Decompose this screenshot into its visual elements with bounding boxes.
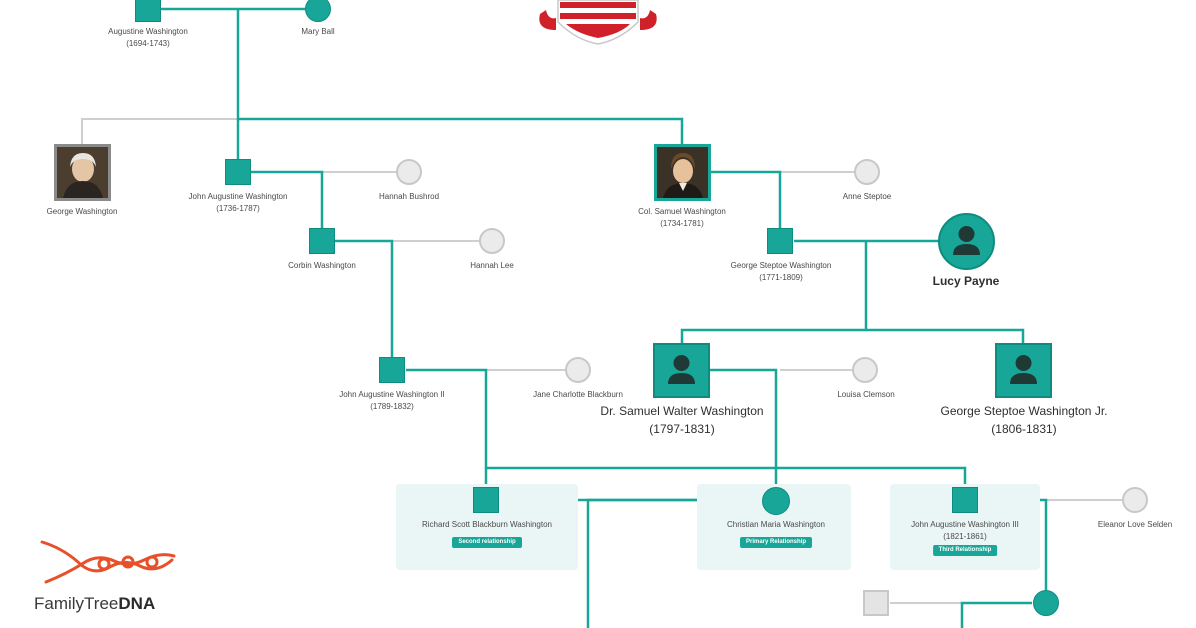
label-anne-steptoe: Anne Steptoe <box>843 191 891 203</box>
label-dr-samuel-walter-washington: Dr. Samuel Walter Washington (1797-1831) <box>600 402 763 438</box>
person-dates: (1806-1831) <box>991 422 1057 436</box>
label-louisa-clemson: Louisa Clemson <box>837 389 894 401</box>
person-name: George Washington <box>46 207 118 216</box>
relationship-badge: Second relationship <box>452 537 522 548</box>
label-eleanor-love-selden: Eleanor Love Selden <box>1098 519 1172 531</box>
brand-family: FamilyTree <box>34 594 119 613</box>
person-name: Jane Charlotte Blackburn <box>533 390 623 399</box>
portrait-col-samuel-washington[interactable] <box>654 144 711 201</box>
person-name: Corbin Washington <box>288 261 356 270</box>
person-node-richard-scott-blackburn-washington[interactable] <box>473 487 499 513</box>
label-hannah-bushrod: Hannah Bushrod <box>379 191 439 203</box>
label-george-washington: George Washington <box>47 206 118 218</box>
familytreedna-logo-text: FamilyTreeDNA <box>34 594 155 614</box>
label-mary-ball: Mary Ball <box>301 26 334 38</box>
label-john-augustine-washington-iii: John Augustine Washington III (1821-1861… <box>911 519 1019 556</box>
relationship-badge: Third Relationship <box>932 545 998 556</box>
person-name: Christian Maria Washington <box>727 520 825 529</box>
person-name: Dr. Samuel Walter Washington <box>600 404 764 418</box>
person-dates: (1694-1743) <box>126 39 170 48</box>
person-dates: (1789-1832) <box>370 402 414 411</box>
portrait-george-washington[interactable] <box>54 144 111 201</box>
person-node-augustine-washington[interactable] <box>135 0 161 22</box>
person-node-george-steptoe-washington-jr[interactable] <box>995 343 1052 398</box>
family-crest-icon <box>539 0 657 45</box>
person-name: Col. Samuel Washington <box>638 207 726 216</box>
person-silhouette-icon <box>1010 355 1037 384</box>
person-node-christian-maria-washington[interactable] <box>762 487 790 515</box>
label-george-steptoe-washington-jr: George Steptoe Washington Jr. (1806-1831… <box>941 402 1108 438</box>
label-hannah-lee: Hannah Lee <box>470 260 514 272</box>
label-corbin-washington: Corbin Washington <box>288 260 356 272</box>
person-name: George Steptoe Washington <box>730 261 832 270</box>
label-lucy-payne: Lucy Payne <box>933 275 1000 287</box>
person-node-hannah-lee[interactable] <box>479 228 505 254</box>
portrait-image <box>657 147 708 198</box>
person-name: John Augustine Washington <box>188 192 288 201</box>
person-dates: (1797-1831) <box>649 422 715 436</box>
familytreedna-helix-icon <box>40 540 176 584</box>
person-node-john-augustine-washington[interactable] <box>225 159 251 185</box>
person-node-unknown-spouse[interactable] <box>1033 590 1059 616</box>
person-name: Louisa Clemson <box>837 390 895 399</box>
person-silhouette-icon <box>953 226 980 255</box>
person-node-louisa-clemson[interactable] <box>852 357 878 383</box>
label-christian-maria-washington: Christian Maria Washington Primary Relat… <box>727 519 825 548</box>
person-node-john-augustine-washington-iii[interactable] <box>952 487 978 513</box>
label-richard-scott-blackburn-washington: Richard Scott Blackburn Washington Secon… <box>422 519 552 548</box>
portrait-image <box>57 147 108 198</box>
person-name: Lucy Payne <box>932 274 1000 288</box>
label-john-augustine-washington-ii: John Augustine Washington II (1789-1832) <box>339 389 445 413</box>
person-node-george-steptoe-washington[interactable] <box>767 228 793 254</box>
label-george-steptoe-washington: George Steptoe Washington (1771-1809) <box>731 260 832 284</box>
brand-dna: DNA <box>118 594 156 613</box>
person-name: John Augustine Washington II <box>339 390 445 399</box>
person-silhouette-icon <box>668 355 695 384</box>
person-name: Richard Scott Blackburn Washington <box>422 520 552 529</box>
relationship-badge: Primary Relationship <box>739 537 813 548</box>
person-dates: (1821-1861) <box>943 532 987 541</box>
person-node-lucy-payne[interactable] <box>938 213 995 270</box>
person-node-hannah-bushrod[interactable] <box>396 159 422 185</box>
person-name: Augustine Washington <box>108 27 188 36</box>
person-node-unknown-child[interactable] <box>863 590 889 616</box>
person-node-eleanor-love-selden[interactable] <box>1122 487 1148 513</box>
person-name: Hannah Bushrod <box>378 192 440 201</box>
person-dates: (1734-1781) <box>660 219 704 228</box>
label-jane-charlotte-blackburn: Jane Charlotte Blackburn <box>533 389 623 401</box>
label-augustine-washington: Augustine Washington (1694-1743) <box>108 26 188 50</box>
person-node-mary-ball[interactable] <box>305 0 331 22</box>
teal-connectors <box>160 7 1048 628</box>
person-node-jane-charlotte-blackburn[interactable] <box>565 357 591 383</box>
person-dates: (1771-1809) <box>759 273 803 282</box>
person-name: George Steptoe Washington Jr. <box>940 404 1108 418</box>
person-node-john-augustine-washington-ii[interactable] <box>379 357 405 383</box>
person-name: Eleanor Love Selden <box>1097 520 1173 529</box>
person-name: Hannah Lee <box>470 261 514 270</box>
person-node-anne-steptoe[interactable] <box>854 159 880 185</box>
person-name: John Augustine Washington III <box>911 520 1019 529</box>
person-node-corbin-washington[interactable] <box>309 228 335 254</box>
person-node-dr-samuel-walter-washington[interactable] <box>653 343 710 398</box>
person-name: Anne Steptoe <box>842 192 892 201</box>
person-dates: (1736-1787) <box>216 204 260 213</box>
person-name: Mary Ball <box>301 27 335 36</box>
label-john-augustine-washington: John Augustine Washington (1736-1787) <box>189 191 288 215</box>
label-col-samuel-washington: Col. Samuel Washington (1734-1781) <box>638 206 726 230</box>
